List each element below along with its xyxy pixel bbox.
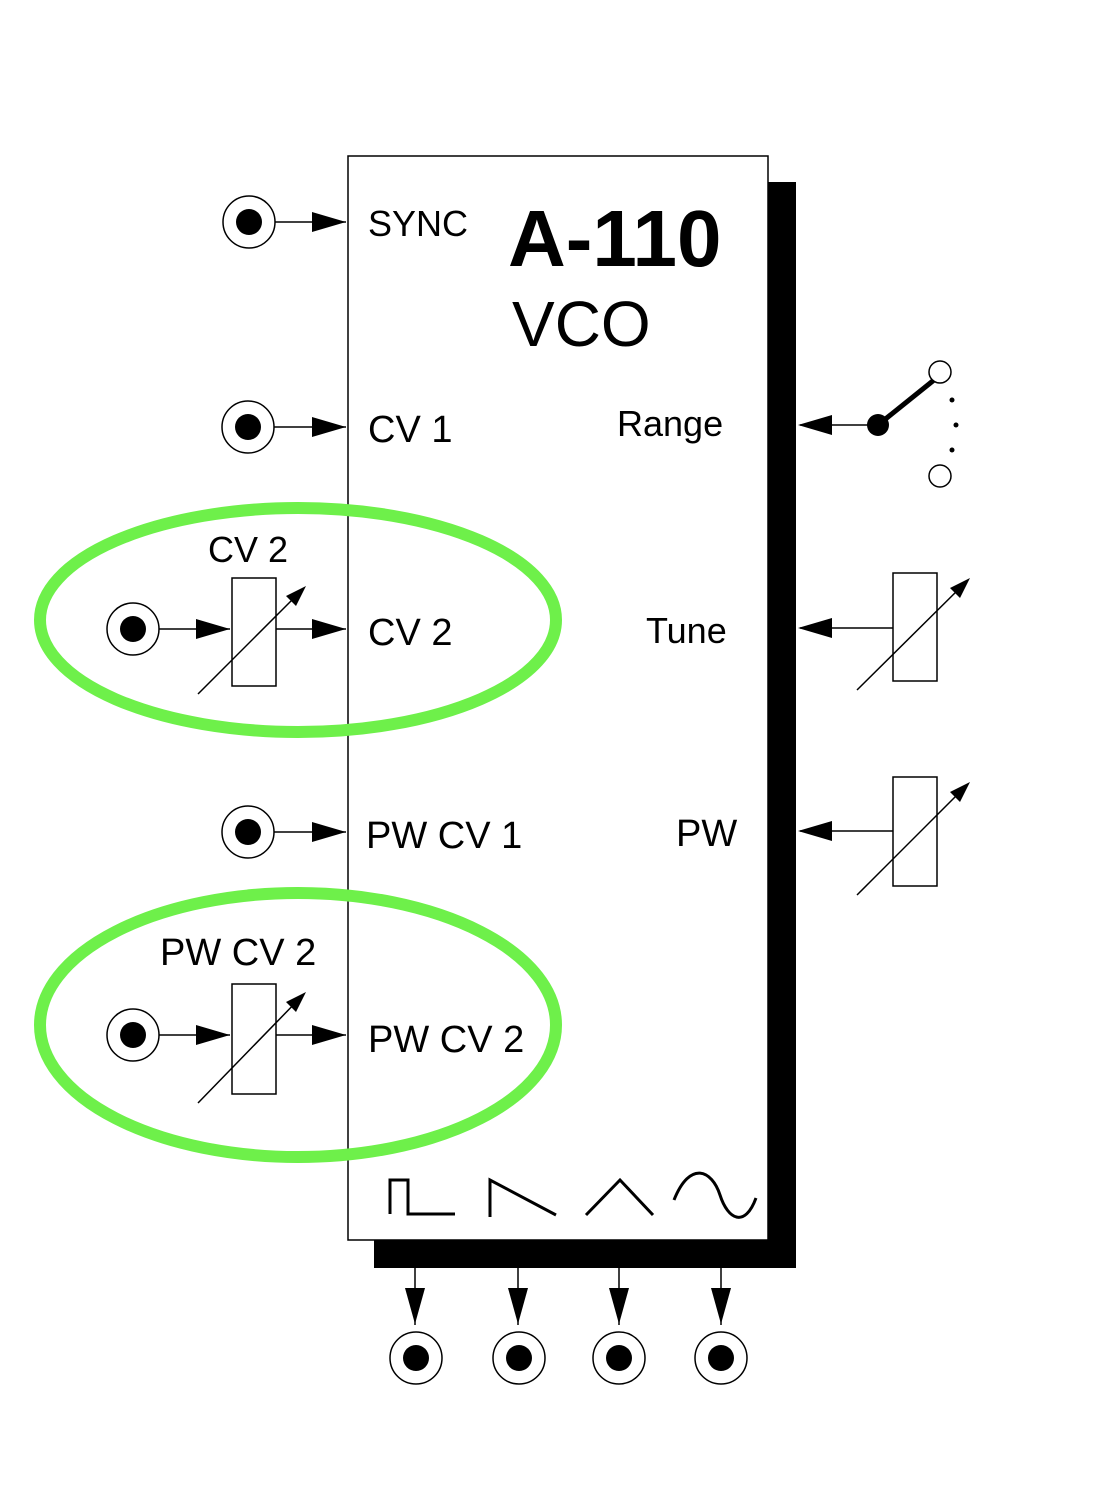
triangle-output (592, 1268, 646, 1385)
sawtooth-wave-icon (488, 1177, 557, 1217)
panel-shadow-bottom (374, 1240, 796, 1268)
pw-knob[interactable] (856, 776, 970, 896)
tune-knob[interactable] (856, 572, 970, 691)
range-switch[interactable] (867, 360, 959, 488)
pw-cv2-highlight-ellipse (34, 887, 562, 1163)
cv1-label: CV 1 (368, 409, 452, 451)
triangle-wave-icon (584, 1177, 655, 1217)
pw-cv2-attenuator-knob[interactable] (197, 983, 306, 1104)
sawtooth-output (492, 1268, 546, 1385)
cv2-attenuator-knob[interactable] (197, 577, 306, 695)
cv1-input-jack[interactable] (221, 400, 275, 454)
tune-label: Tune (646, 610, 727, 651)
cv2-attenuator-label: CV 2 (208, 529, 288, 570)
cv2-input-jack[interactable] (106, 602, 160, 656)
module-title: A-110 (508, 194, 721, 283)
sawtooth-output-jack[interactable] (492, 1331, 546, 1385)
sine-wave-icon (672, 1171, 758, 1219)
cv2-label: CV 2 (368, 612, 452, 654)
sine-output-jack[interactable] (694, 1331, 748, 1385)
pw-cv1-label: PW CV 1 (366, 815, 522, 857)
pw-cv2-input-jack[interactable] (106, 1008, 160, 1062)
square-wave-icon (388, 1178, 455, 1216)
sine-output (694, 1268, 748, 1385)
pw-label: PW (676, 813, 737, 855)
pw-cv2-attenuator-label: PW CV 2 (160, 932, 316, 974)
range-label: Range (617, 403, 723, 444)
square-output (389, 1268, 443, 1385)
pw-cv2-label: PW CV 2 (368, 1019, 524, 1061)
module-panel (347, 155, 769, 1241)
triangle-output-jack[interactable] (592, 1331, 646, 1385)
sync-label: SYNC (368, 203, 468, 244)
panel-shadow-right (768, 182, 796, 1268)
sync-input-jack[interactable] (222, 195, 276, 249)
pw-cv1-input-jack[interactable] (221, 805, 275, 859)
square-output-jack[interactable] (389, 1331, 443, 1385)
module-subtitle: VCO (512, 288, 651, 360)
cv2-highlight-ellipse (34, 502, 562, 738)
